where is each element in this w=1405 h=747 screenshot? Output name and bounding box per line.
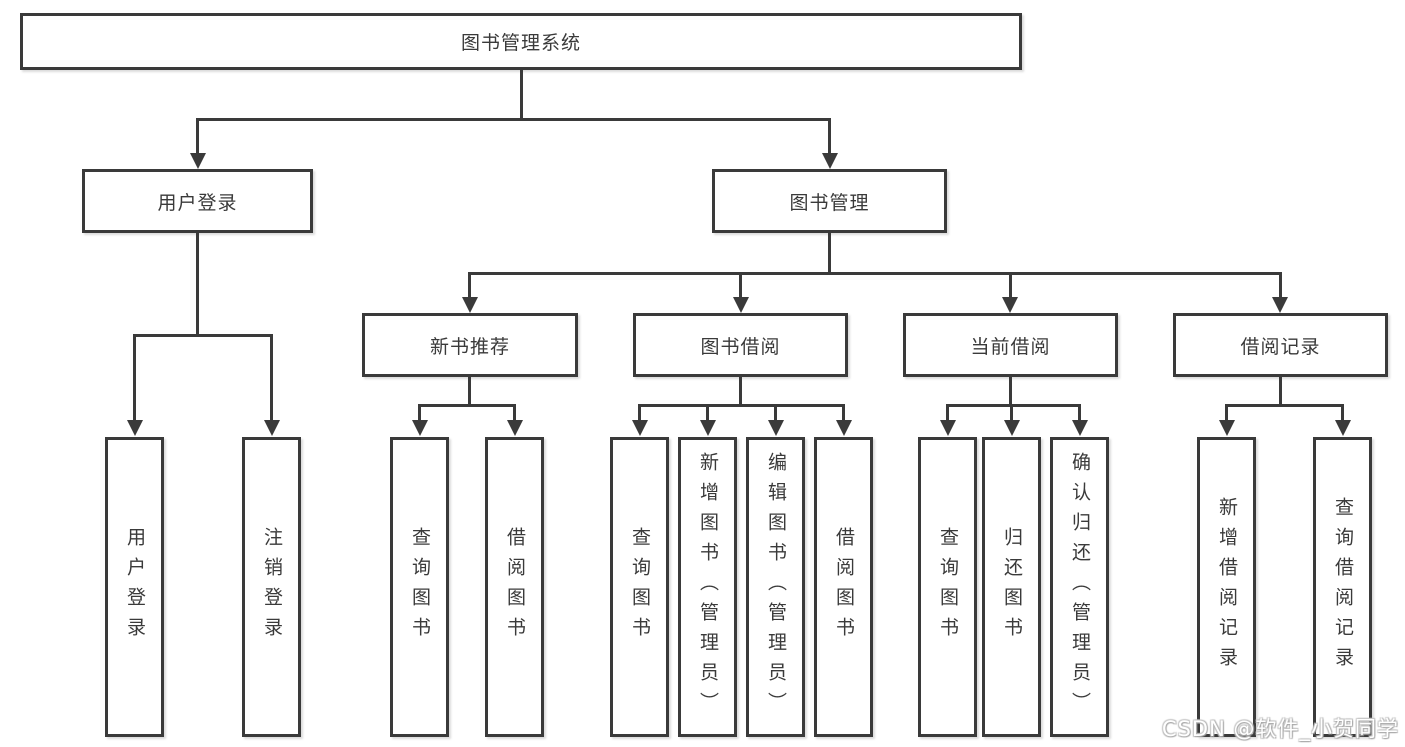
- leaf-confirm-return-admin: 确认归还（管理员）: [1050, 437, 1109, 737]
- connector-stub: [739, 272, 742, 299]
- connector-root-branch: [196, 118, 831, 121]
- node-label: 新书推荐: [429, 335, 510, 358]
- node-root-label: 图书管理系统: [460, 32, 581, 54]
- leaf-add-borrow-record: 新增借阅记录: [1197, 437, 1256, 737]
- node-user-login-label: 用户登录: [157, 191, 238, 214]
- arrowhead-down-icon: [462, 297, 478, 313]
- leaf-label: 查询图书: [629, 527, 651, 647]
- leaf-label: 查询图书: [409, 527, 431, 647]
- node-current-borrow: 当前借阅: [903, 313, 1118, 377]
- node-book-management-label: 图书管理: [789, 191, 870, 214]
- connector-group1-down: [739, 377, 742, 405]
- leaf-edit-books-admin: 编辑图书（管理员）: [746, 437, 805, 737]
- connector-stub: [946, 404, 949, 421]
- node-label: 借阅记录: [1240, 335, 1321, 358]
- arrowhead-down-icon: [768, 420, 784, 436]
- arrowhead-down-icon: [822, 153, 838, 169]
- leaf-add-books-admin: 新增图书（管理员）: [678, 437, 737, 737]
- leaf-logout: 注销登录: [242, 437, 301, 737]
- connector-stub: [513, 404, 516, 421]
- arrowhead-down-icon: [1272, 297, 1288, 313]
- connector-mgmt-down: [828, 233, 831, 275]
- arrowhead-down-icon: [940, 420, 956, 436]
- leaf-label: 借阅图书: [504, 527, 526, 647]
- connector-stub: [1009, 272, 1012, 299]
- leaf-label: 借阅图书: [833, 527, 855, 647]
- connector-group0-down: [468, 377, 471, 405]
- leaf-label: 新增借阅记录: [1216, 497, 1238, 677]
- leaf-borrow-books: 借阅图书: [485, 437, 544, 737]
- node-root: 图书管理系统: [20, 13, 1022, 70]
- leaf-label: 查询借阅记录: [1332, 497, 1354, 677]
- leaf-query-books: 查询图书: [918, 437, 977, 737]
- node-label: 当前借阅: [970, 335, 1051, 358]
- connector-login-down: [196, 233, 199, 337]
- arrowhead-down-icon: [190, 153, 206, 169]
- csdn-watermark: CSDN @软件_小贺同学: [1161, 717, 1399, 741]
- arrowhead-down-icon: [632, 420, 648, 436]
- arrowhead-down-icon: [507, 420, 523, 436]
- connector-group1-branch: [638, 404, 845, 407]
- leaf-label: 确认归还（管理员）: [1069, 452, 1091, 722]
- arrowhead-down-icon: [836, 420, 852, 436]
- connector-stub: [133, 334, 136, 422]
- connector-group2-branch: [946, 404, 1081, 407]
- node-borrow-record: 借阅记录: [1173, 313, 1388, 377]
- connector-stub-mgmt: [828, 118, 831, 154]
- arrowhead-down-icon: [1004, 420, 1020, 436]
- leaf-label: 注销登录: [261, 527, 283, 647]
- connector-root-down: [520, 70, 523, 120]
- arrowhead-down-icon: [127, 420, 143, 436]
- connector-stub: [638, 404, 641, 421]
- node-user-login: 用户登录: [82, 169, 313, 233]
- connector-stub: [1341, 404, 1344, 421]
- connector-stub: [1010, 404, 1013, 421]
- leaf-query-books: 查询图书: [390, 437, 449, 737]
- arrowhead-down-icon: [264, 420, 280, 436]
- leaf-borrow-books: 借阅图书: [814, 437, 873, 737]
- arrowhead-down-icon: [412, 420, 428, 436]
- leaf-label: 编辑图书（管理员）: [765, 452, 787, 722]
- node-book-management: 图书管理: [712, 169, 947, 233]
- connector-stub: [706, 404, 709, 421]
- connector-stub: [842, 404, 845, 421]
- leaf-label: 查询图书: [937, 527, 959, 647]
- connector-group0-branch: [418, 404, 516, 407]
- arrowhead-down-icon: [1002, 297, 1018, 313]
- connector-stub: [774, 404, 777, 421]
- connector-stub: [270, 334, 273, 422]
- connector-stub-login: [196, 118, 199, 154]
- leaf-user-login: 用户登录: [105, 437, 164, 737]
- connector-stub: [1279, 272, 1282, 299]
- arrowhead-down-icon: [1335, 420, 1351, 436]
- leaf-label: 归还图书: [1001, 527, 1023, 647]
- arrowhead-down-icon: [733, 297, 749, 313]
- connector-group2-down: [1009, 377, 1012, 405]
- node-book-borrow: 图书借阅: [633, 313, 848, 377]
- leaf-query-borrow-record: 查询借阅记录: [1313, 437, 1372, 737]
- arrowhead-down-icon: [700, 420, 716, 436]
- leaf-return-books: 归还图书: [982, 437, 1041, 737]
- connector-mgmt-branch: [468, 272, 1282, 275]
- node-new-book-recommend: 新书推荐: [362, 313, 578, 377]
- connector-stub: [1225, 404, 1228, 421]
- arrowhead-down-icon: [1072, 420, 1088, 436]
- leaf-query-books: 查询图书: [610, 437, 669, 737]
- leaf-label: 用户登录: [124, 527, 146, 647]
- connector-stub: [418, 404, 421, 421]
- connector-login-branch: [133, 334, 273, 337]
- arrowhead-down-icon: [1219, 420, 1235, 436]
- connector-stub: [468, 272, 471, 299]
- connector-group3-branch: [1225, 404, 1344, 407]
- node-label: 图书借阅: [700, 335, 781, 358]
- connector-stub: [1078, 404, 1081, 421]
- connector-group3-down: [1279, 377, 1282, 405]
- leaf-label: 新增图书（管理员）: [697, 452, 719, 722]
